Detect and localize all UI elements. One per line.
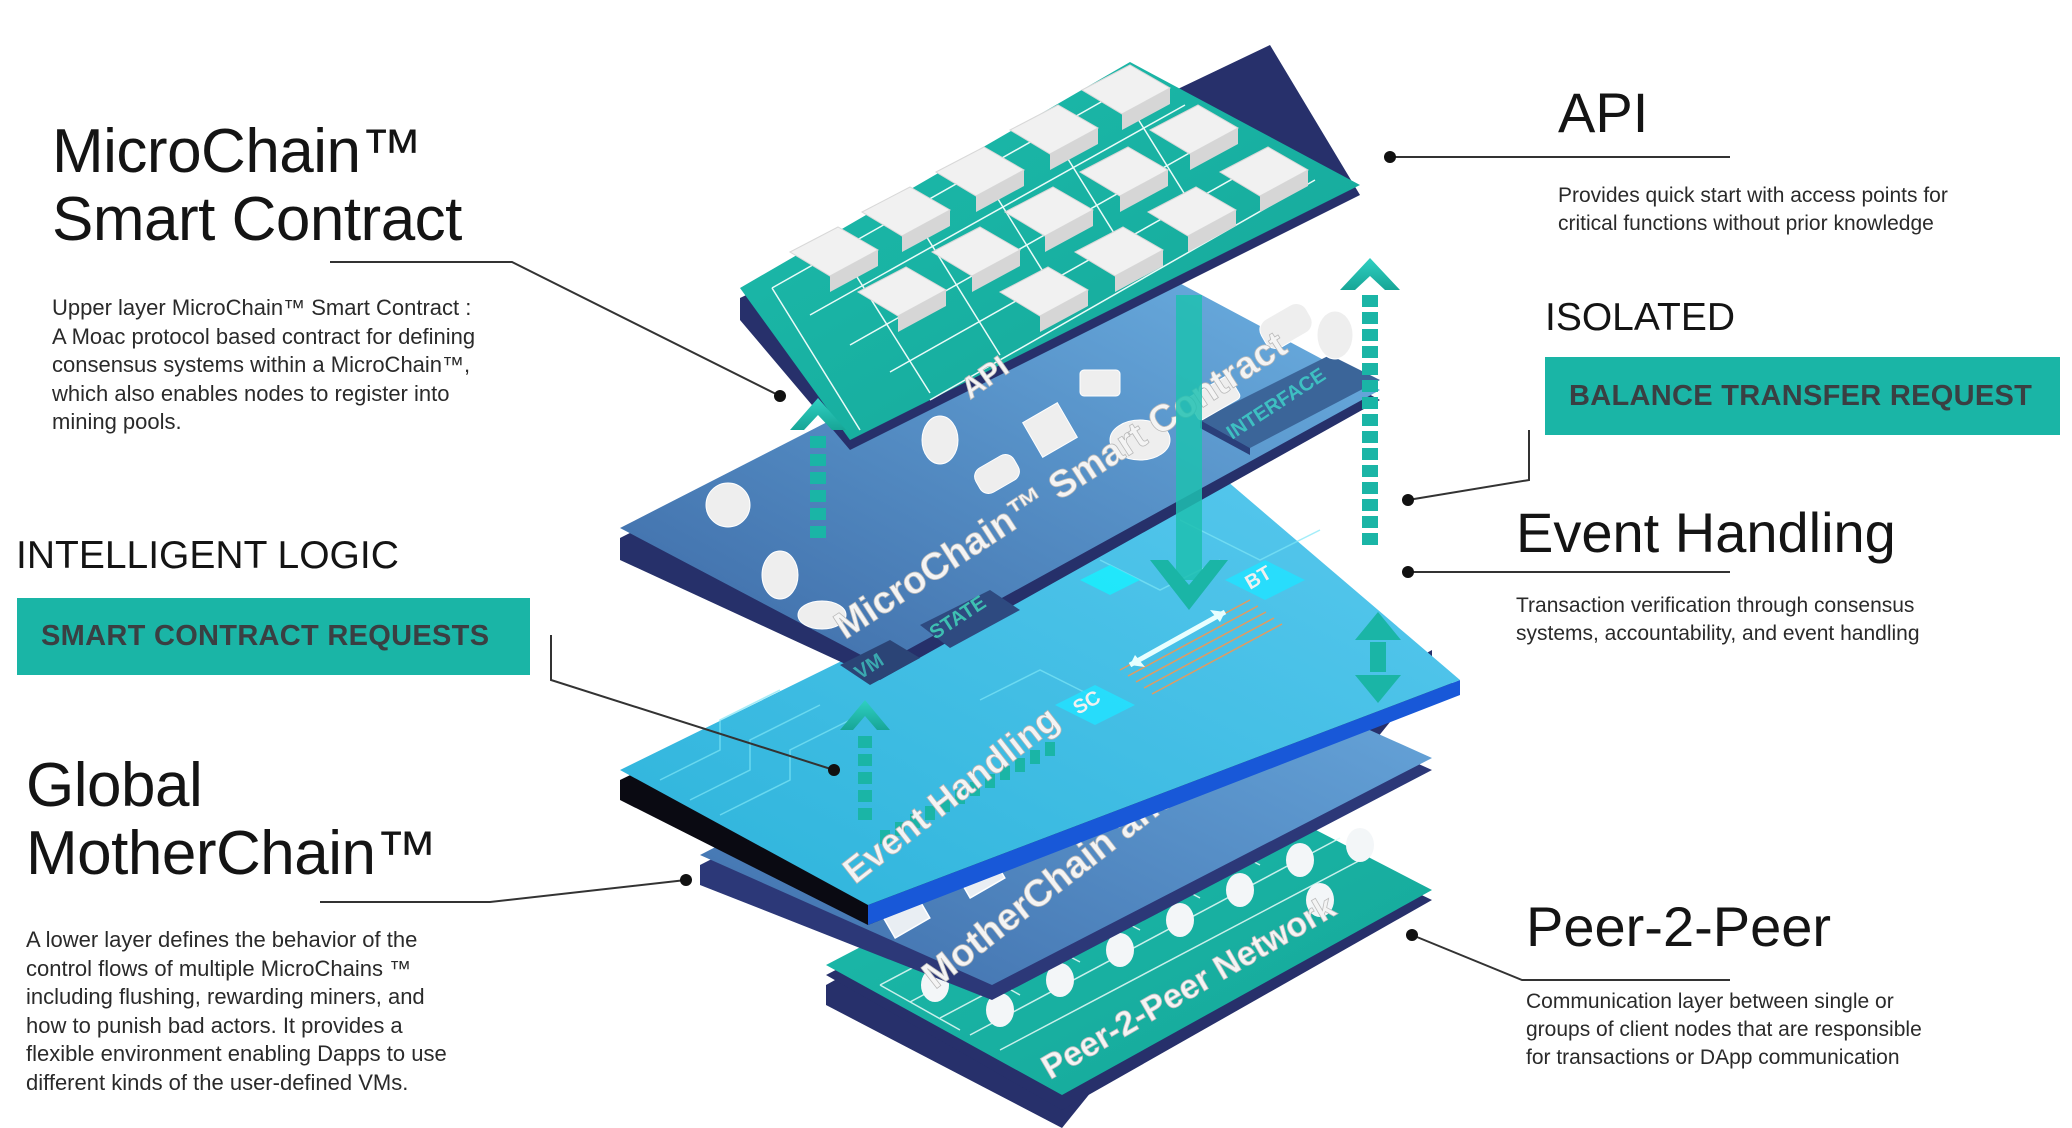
down-arrow: [1150, 295, 1228, 610]
cube-cluster-icon: [1021, 401, 1079, 459]
p2p-description: Communication layer between single or gr…: [1526, 990, 1922, 1069]
p2p-title: Peer-2-Peer: [1526, 895, 1832, 958]
coin-icon: [921, 415, 959, 465]
up-arrow-smart-contract: [790, 398, 846, 538]
motherchain-title-line1: Global: [26, 751, 203, 820]
contract-icons: [705, 303, 1354, 630]
leader-motherchain: [320, 879, 687, 903]
balance-transfer-request-tag: BALANCE TRANSFER REQUEST: [1545, 357, 2060, 435]
console-icon: [1259, 303, 1313, 349]
p2p-section: Peer-2-Peer Communication layer between …: [1526, 896, 1922, 1072]
molecule-icon: [705, 482, 751, 528]
leader-lines: [320, 156, 1730, 981]
bidirectional-arrow-right: [1355, 612, 1401, 703]
api-layer: API: [740, 45, 1360, 450]
event-handling-layer: SC BT Event Handling: [620, 475, 1460, 925]
motherchain-section: Global MotherChain™ A lower layer define…: [26, 752, 447, 1097]
leader-isolated: [1407, 430, 1530, 501]
leader-microchain: [330, 261, 781, 397]
balance-transfer-request-label: BALANCE TRANSFER REQUEST: [1569, 379, 2033, 412]
center-chip: [1080, 565, 1140, 595]
api-icon-tiles: [788, 64, 1310, 317]
microchain-description: Upper layer MicroChain™ Smart Contract :…: [52, 295, 476, 434]
isolated-heading: ISOLATED: [1545, 296, 1735, 339]
leader-dots: [680, 151, 1418, 941]
smart-contract-requests-tag: SMART CONTRACT REQUESTS: [17, 598, 530, 675]
up-arrow-isolated: [1340, 258, 1400, 545]
motherchain-title-line2: MotherChain™: [26, 819, 437, 888]
pie-chart-icon: [1109, 419, 1171, 461]
gamepad-icon: [974, 454, 1020, 494]
api-title: API: [1558, 81, 1649, 144]
coin-icon: [1316, 310, 1354, 360]
event-handling-description: Transaction verification through consens…: [1516, 594, 1920, 645]
api-description: Provides quick start with access points …: [1558, 184, 1948, 235]
up-arrow-event: [840, 700, 890, 820]
smart-contract-requests-label: SMART CONTRACT REQUESTS: [41, 620, 490, 652]
microchain-title-line2: Smart Contract: [52, 185, 462, 254]
coin-icon: [761, 550, 799, 600]
microchain-section: MicroChain™ Smart Contract Upper layer M…: [52, 118, 475, 437]
leader-smart-requests: [550, 635, 835, 771]
microchain-title-line1: MicroChain™: [52, 117, 423, 186]
bt-chip: BT: [1225, 560, 1305, 600]
intelligent-logic-heading: INTELLIGENT LOGIC: [16, 534, 399, 577]
leader-p2p: [1411, 934, 1730, 981]
disc-icon: [797, 600, 847, 630]
api-tile-fronts: [830, 88, 1308, 332]
motherchain-description: A lower layer defines the behavior of th…: [26, 927, 447, 1095]
event-dots: [880, 742, 1055, 844]
bidirectional-transfer-arrow: [1128, 609, 1227, 668]
api-section: API Provides quick start with access poi…: [1558, 82, 1948, 238]
truck-icon: [1079, 369, 1121, 397]
event-handling-title: Event Handling: [1516, 501, 1896, 564]
event-handling-section: Event Handling Transaction verification …: [1516, 502, 1920, 648]
smart-contract-layer: INTERFACE STATE VM MicroChain™ Smart Con…: [620, 262, 1380, 685]
